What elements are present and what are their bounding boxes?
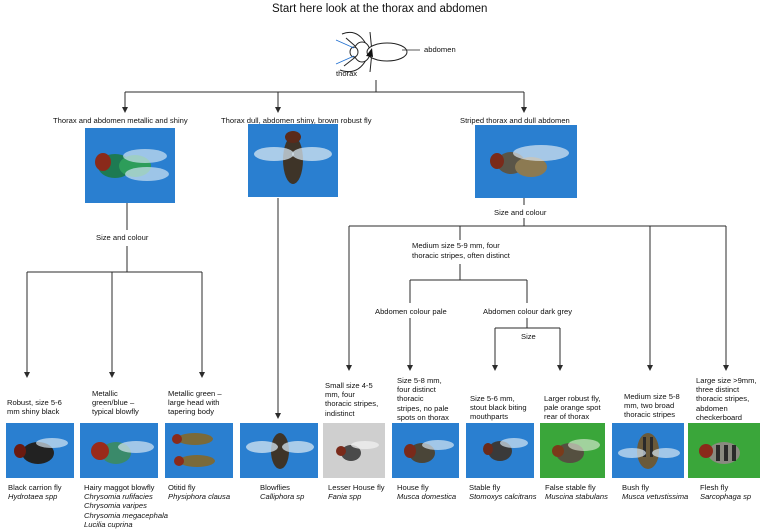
medium-size-label-2: thoracic stripes, often distinct	[412, 251, 510, 260]
diagram-title: Start here look at the thorax and abdome…	[272, 3, 488, 15]
metallic-fly-photo	[85, 128, 175, 203]
blowflies-photo	[240, 423, 318, 478]
flesh-fly-photo	[688, 423, 760, 478]
abdomen-pale-label: Abdomen colour pale	[375, 307, 447, 316]
branch-metallic-label: Thorax and abdomen metallic and shiny	[53, 116, 188, 125]
fly-anatomy-icon	[335, 31, 420, 73]
stable-fly-photo	[466, 423, 534, 478]
abdomen-dark-label: Abdomen colour dark grey	[483, 307, 573, 316]
hairy-maggot-blowfly-photo	[80, 423, 158, 478]
house-fly-photo	[392, 423, 459, 478]
bush-fly-photo	[612, 423, 684, 478]
abdomen-label: abdomen	[424, 45, 456, 54]
thorax-label: thorax	[336, 69, 358, 78]
right-size-colour-label: Size and colour	[494, 208, 547, 217]
black-carrion-fly-photo	[6, 423, 74, 478]
lesser-house-fly-photo	[323, 423, 385, 478]
medium-size-label-1: Medium size 5-9 mm, four	[412, 241, 500, 250]
brown-fly-photo	[248, 124, 338, 197]
false-stable-fly-photo	[540, 423, 605, 478]
striped-fly-photo	[475, 125, 577, 198]
branch-dull-label: Thorax dull, abdomen shiny, brown robust…	[221, 116, 372, 125]
size-label: Size	[521, 332, 536, 341]
otitid-fly-photo	[165, 423, 233, 478]
branch-striped-label: Striped thorax and dull abdomen	[460, 116, 570, 125]
left-size-colour-label: Size and colour	[96, 233, 149, 242]
